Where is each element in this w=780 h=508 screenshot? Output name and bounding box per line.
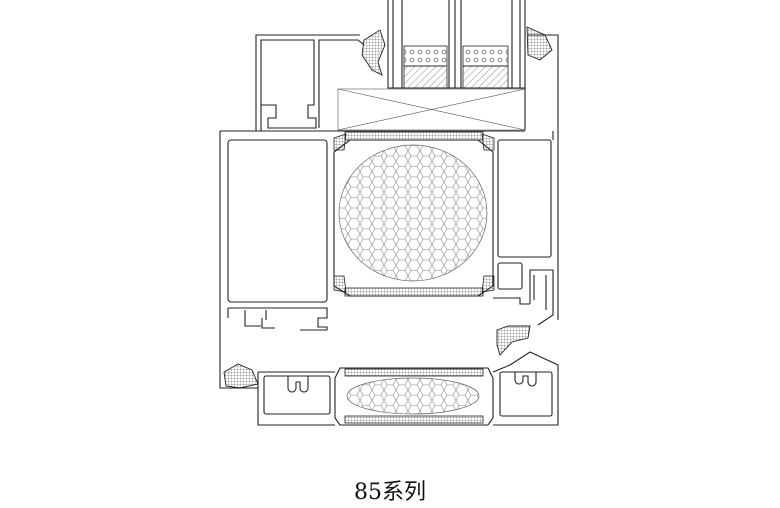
spacer-right <box>462 45 509 89</box>
spacer-left <box>403 45 448 89</box>
gasket-top-left <box>361 29 386 76</box>
insulation-foam-bottom <box>346 377 480 415</box>
gasket-middle-right <box>496 325 531 356</box>
gasket-top-right <box>526 26 553 61</box>
insulation-foam <box>338 144 488 282</box>
frame-profile <box>219 34 559 426</box>
gasket-bottom-left <box>223 363 259 389</box>
thermal-strip-bottom <box>344 287 484 297</box>
thermal-strip-top <box>344 131 484 141</box>
glazing-block <box>337 88 526 131</box>
glass-unit <box>387 0 526 89</box>
series-caption: 85系列 <box>354 480 426 505</box>
